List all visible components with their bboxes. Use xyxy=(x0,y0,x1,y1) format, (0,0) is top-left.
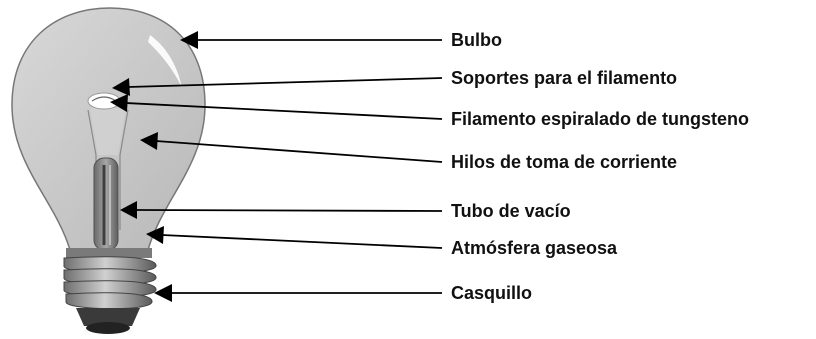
label-atmosfera: Atmósfera gaseosa xyxy=(451,238,618,258)
label-bulbo: Bulbo xyxy=(451,30,502,50)
glass-highlight xyxy=(148,35,182,88)
screw-base xyxy=(63,248,157,334)
leader-atmosfera xyxy=(146,226,443,249)
label-casquillo: Casquillo xyxy=(451,283,533,303)
filament-coil xyxy=(91,96,117,102)
label-tubo: Tubo de vacío xyxy=(451,201,571,221)
exhaust-tube xyxy=(93,157,119,251)
label-filamento: Filamento espiralado de tungsteno xyxy=(451,109,750,129)
leader-tubo xyxy=(120,201,443,219)
lead-in-wires xyxy=(87,109,129,230)
wire-cone xyxy=(90,108,126,155)
label-soportes: Soportes para el filamento xyxy=(451,68,678,88)
leader-soportes xyxy=(112,77,443,96)
leader-bulbo xyxy=(180,31,442,49)
leader-filamento xyxy=(110,94,443,120)
label-hilos: Hilos de toma de corriente xyxy=(451,152,678,172)
leader-casquillo xyxy=(154,284,442,302)
leader-hilos xyxy=(140,132,443,163)
